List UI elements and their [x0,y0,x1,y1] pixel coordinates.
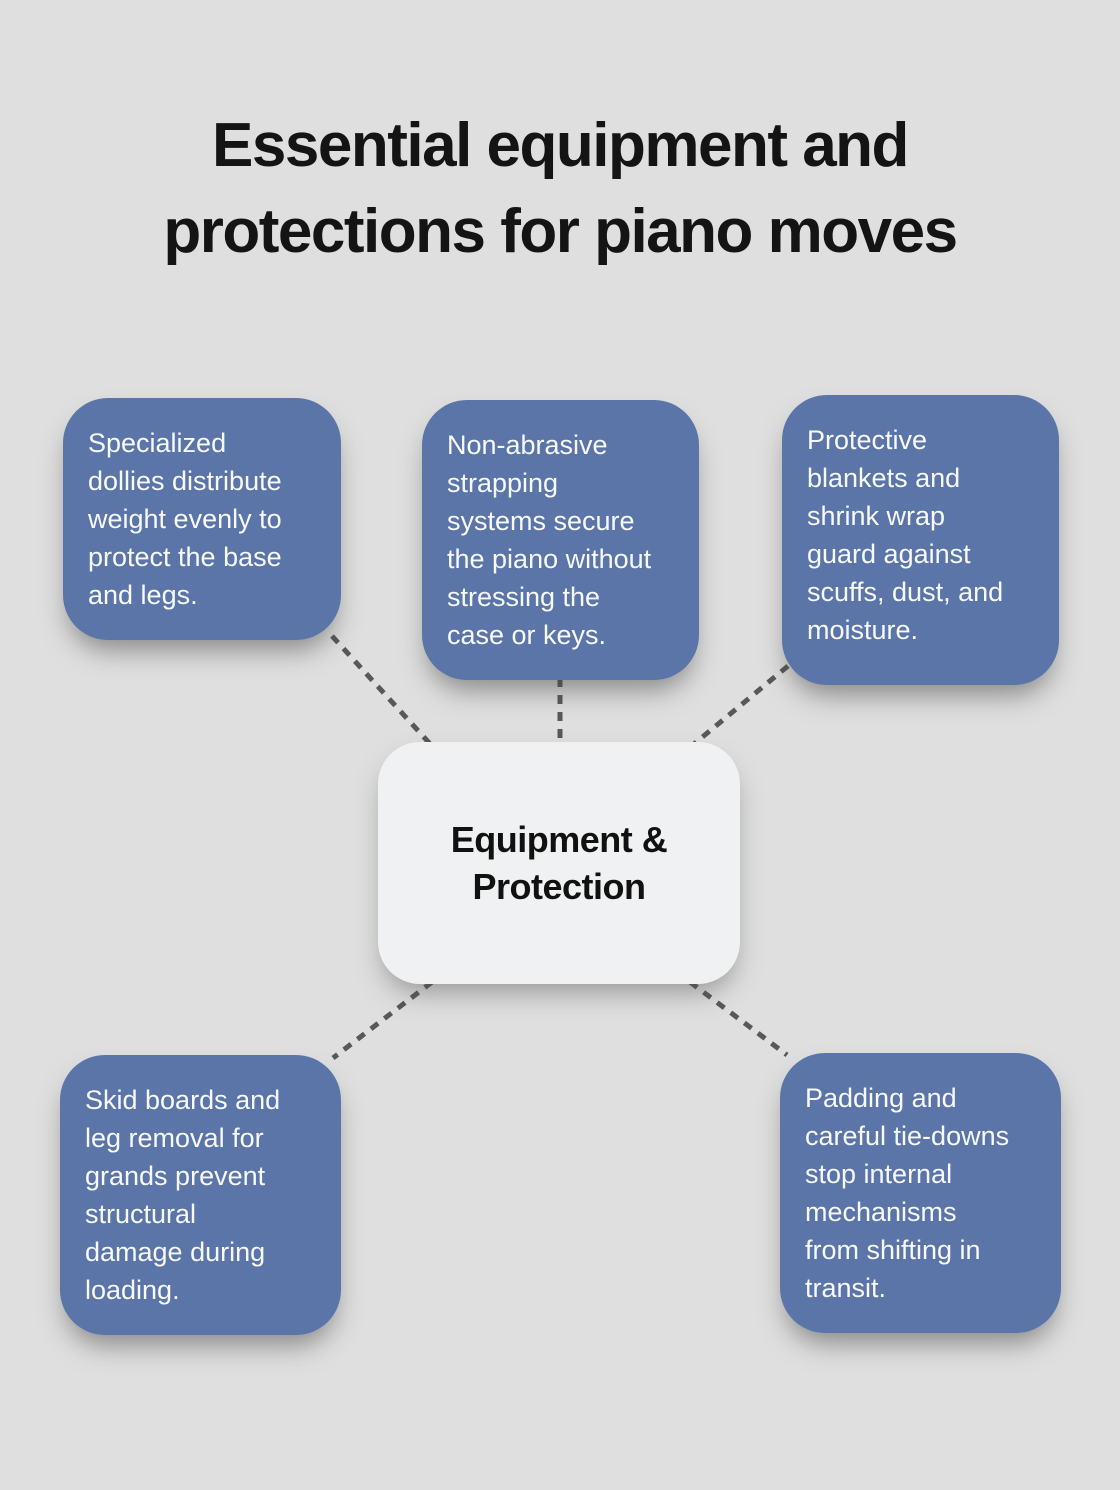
node-skid-boards-text: Skid boards and leg removal for grands p… [85,1085,281,1305]
center-node-equipment-protection: Equipment & Protection [378,742,740,984]
node-skid-boards: Skid boards and leg removal for grands p… [60,1055,341,1335]
node-protective-blankets-text: Protective blankets and shrink wrap guar… [807,425,1004,645]
center-node-label: Equipment & Protection [450,819,668,907]
page-title: Essential equipment and protections for … [0,103,1120,275]
node-strapping-systems: Non-abrasive strapping systems secure th… [422,400,699,680]
node-specialized-dollies-text: Specialized dollies distribute weight ev… [88,428,282,610]
node-strapping-systems-text: Non-abrasive strapping systems secure th… [447,430,652,650]
connector-top-left [330,634,434,748]
node-padding-tie-downs: Padding and careful tie-downs stop inter… [780,1053,1061,1333]
connector-top-right [692,664,790,746]
node-protective-blankets: Protective blankets and shrink wrap guar… [782,395,1059,685]
node-padding-tie-downs-text: Padding and careful tie-downs stop inter… [805,1083,1010,1303]
connector-bottom-left [331,980,434,1060]
node-specialized-dollies: Specialized dollies distribute weight ev… [63,398,341,640]
connector-bottom-right [688,980,789,1057]
page-title-line-2: protections for piano moves [163,197,958,266]
page-title-line-1: Essential equipment and [212,111,909,180]
